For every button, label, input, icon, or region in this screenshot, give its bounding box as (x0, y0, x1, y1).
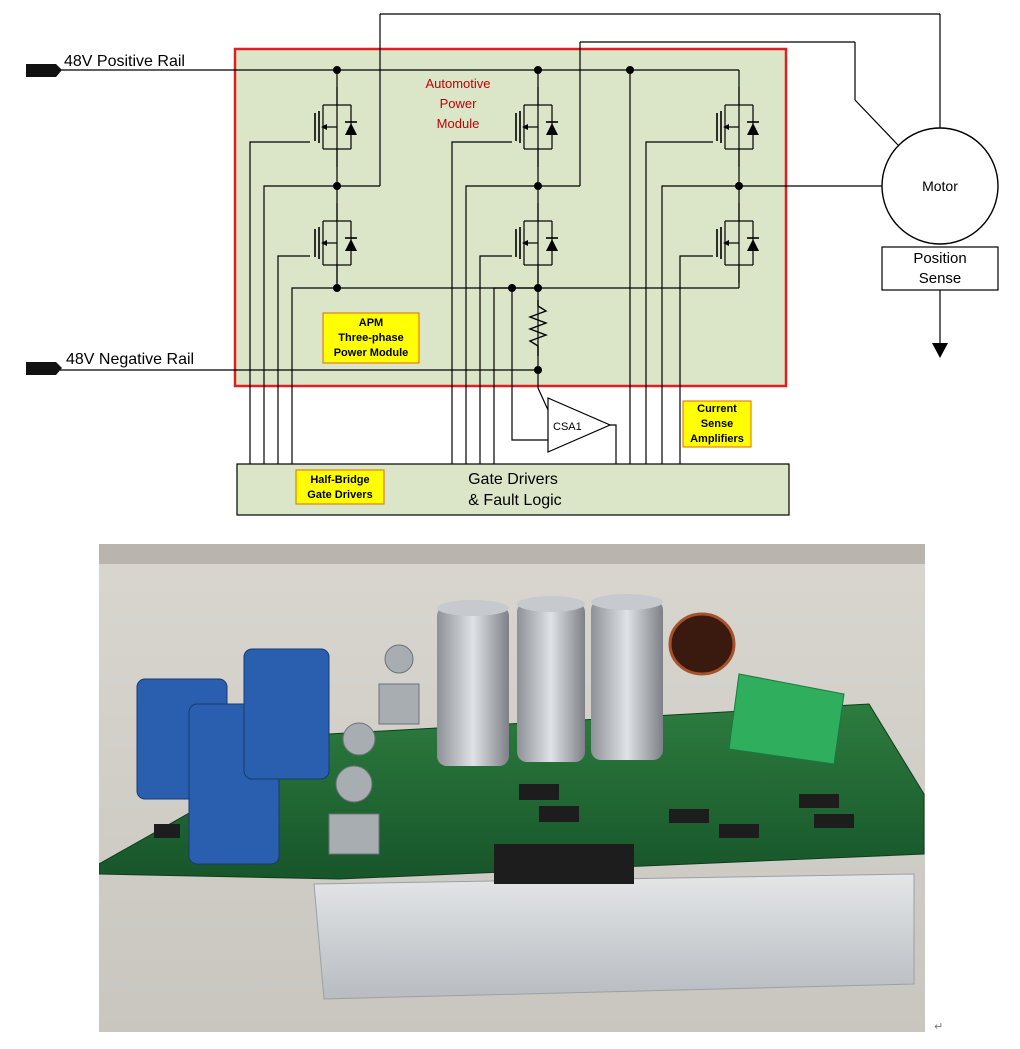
apm-label-line2: Three-phase (338, 332, 403, 344)
half-bridge-line1: Half-Bridge (310, 474, 369, 486)
heatsink (313, 873, 915, 1000)
csa1-amplifier (547, 397, 612, 453)
pos-rail-label: 48V Positive Rail (64, 53, 185, 70)
apm-label-box (322, 312, 420, 364)
half-bridge-label-box (295, 469, 385, 505)
current-sense-line3: Amplifiers (690, 433, 744, 445)
inverter-block-diagram: CSA1 48V Positive Rail 48V Negative Rail… (26, 13, 999, 516)
module-title-line1: Automotive (425, 76, 490, 91)
capacitors (437, 594, 663, 766)
position-sense-arrow (932, 343, 948, 358)
shunt-resistor (528, 300, 548, 356)
module-title-line2: Power (440, 96, 478, 111)
apm-label-line1: APM (359, 317, 383, 329)
apm-label-line3: Power Module (334, 347, 409, 359)
current-sense-label-box (682, 400, 752, 448)
inverter-board-photo (99, 544, 925, 1032)
module-title-line3: Module (437, 116, 480, 131)
terminal-bolts (328, 644, 420, 855)
terminal-block (728, 673, 845, 765)
return-mark: ↵ (934, 1020, 944, 1033)
position-sense-line2: Sense (919, 270, 962, 287)
pos-rail-connector (26, 64, 62, 77)
motor-circle (881, 127, 999, 245)
motor-label: Motor (922, 178, 958, 194)
half-bridge-line2: Gate Drivers (307, 489, 372, 501)
power-module-box (233, 47, 788, 388)
neg-rail-connector (26, 362, 62, 375)
current-sensors (136, 648, 330, 865)
position-sense-line1: Position (913, 250, 966, 267)
current-sense-line2: Sense (701, 418, 733, 430)
inductor (668, 612, 736, 676)
csa1-label: CSA1 (553, 421, 582, 433)
neg-rail-label: 48V Negative Rail (66, 351, 194, 368)
current-sense-line1: Current (697, 403, 737, 415)
gate-drivers-line2: & Fault Logic (468, 492, 561, 509)
gate-drivers-line1: Gate Drivers (468, 471, 558, 488)
